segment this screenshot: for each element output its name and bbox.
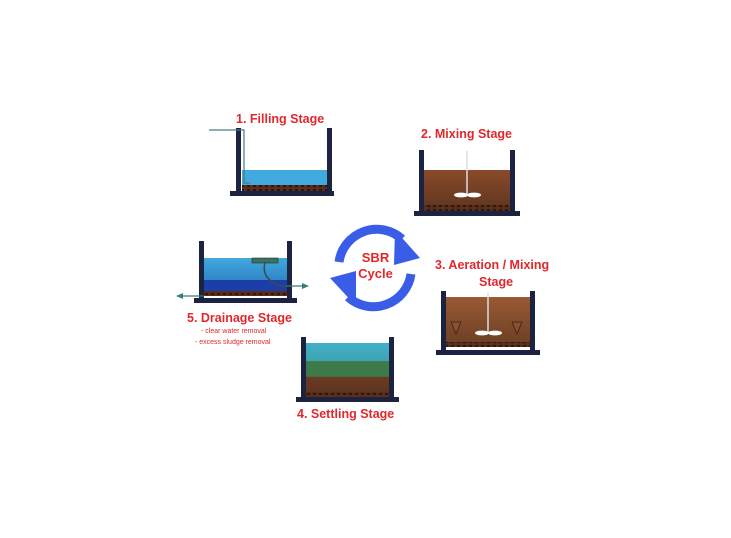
- mixing-tank: [414, 150, 520, 216]
- drainage-note-excess-sludge: - excess sludge removal: [195, 339, 271, 346]
- filling-tank: [209, 128, 334, 196]
- aeration-tank: [436, 291, 540, 355]
- filling-stage-label: 1. Filling Stage: [236, 112, 325, 126]
- settling-tank: [296, 337, 399, 402]
- drainage-tank: [176, 241, 309, 303]
- settling-stage-label: 4. Settling Stage: [297, 407, 395, 421]
- cycle-arrows: [330, 224, 420, 312]
- cycle-arrowhead-left-icon: [330, 271, 356, 306]
- cycle-label-line1: SBR: [361, 250, 390, 265]
- cycle-label-line2: Cycle: [358, 266, 393, 281]
- drainage-note-clear-water: - clear water removal: [201, 328, 267, 335]
- aeration-stage-label-line1: 3. Aeration / Mixing: [435, 258, 550, 272]
- mixing-stage-label: 2. Mixing Stage: [421, 127, 512, 141]
- cycle-arrowhead-right-icon: [394, 230, 420, 265]
- drainage-stage-label: 5. Drainage Stage: [187, 311, 292, 325]
- aeration-stage-label-line2: Stage: [479, 275, 514, 289]
- cycle-label: SBR Cycle: [348, 250, 403, 282]
